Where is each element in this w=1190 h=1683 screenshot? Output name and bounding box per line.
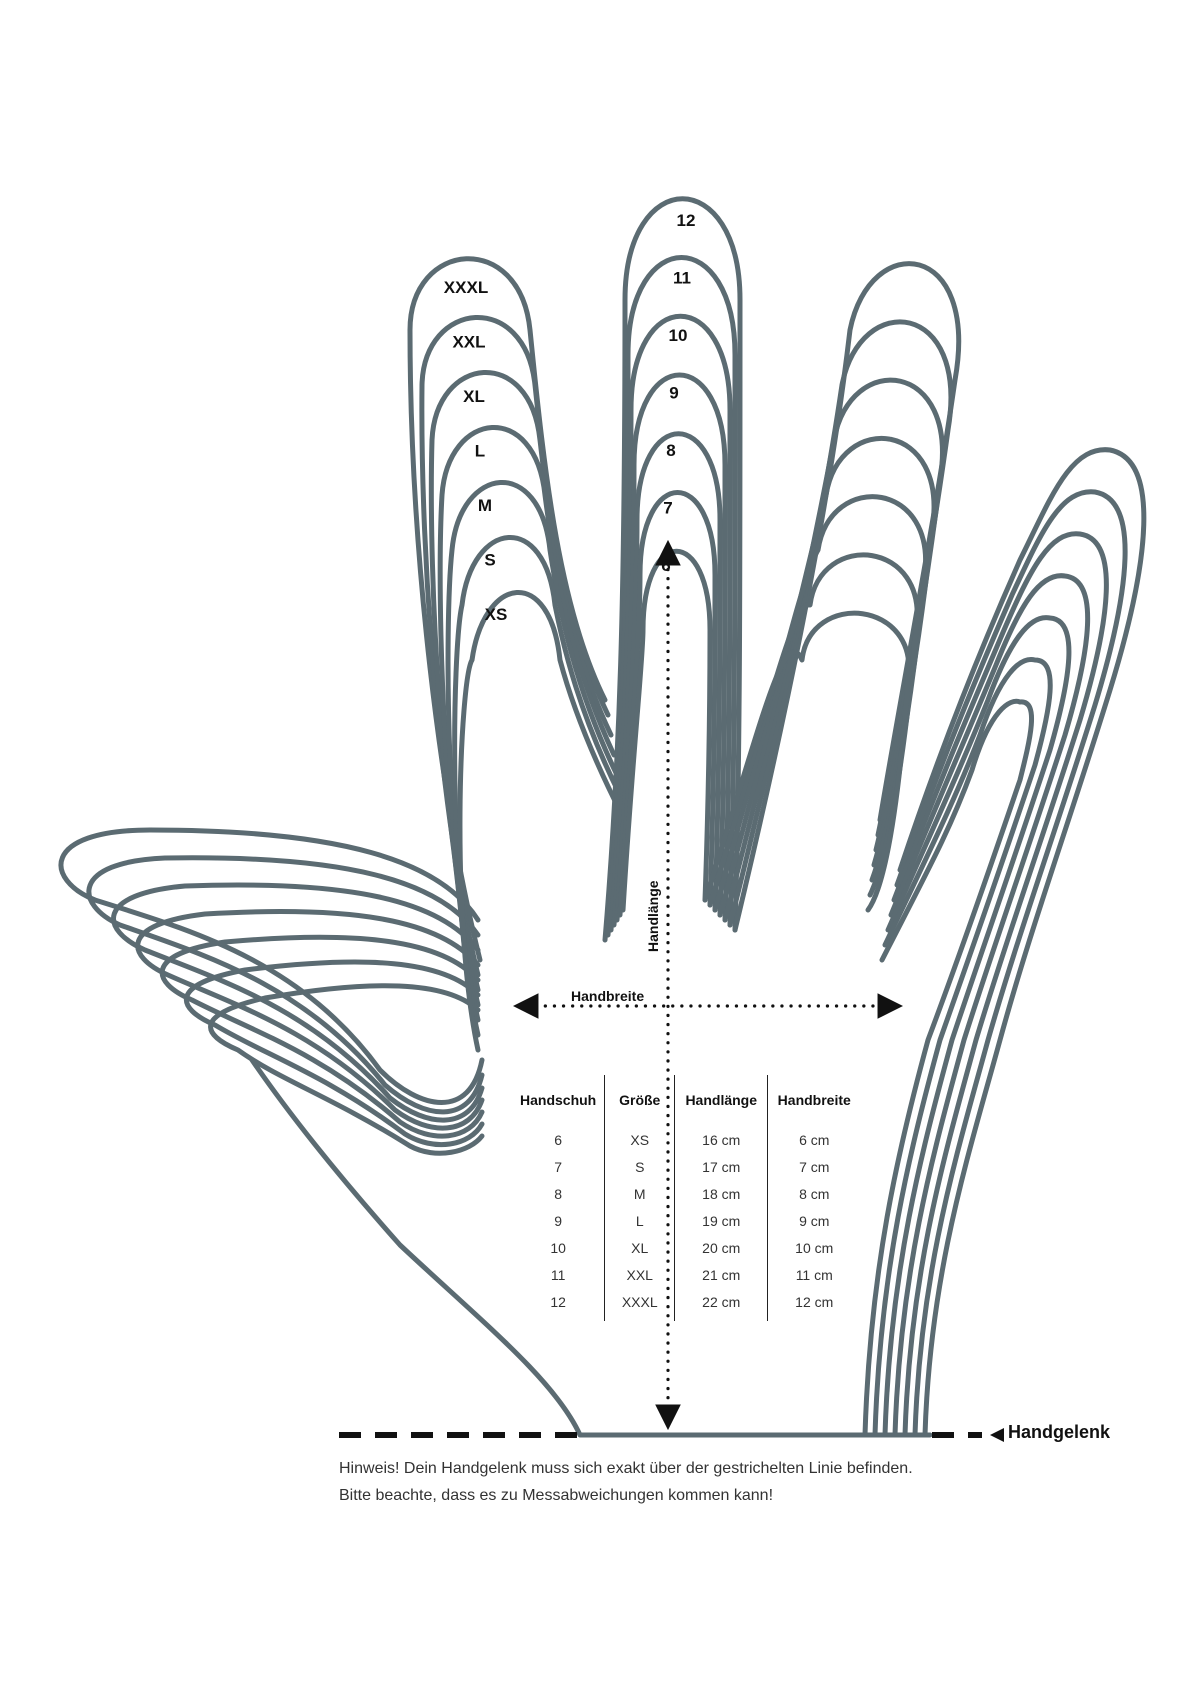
wrist-arrow-icon xyxy=(990,1428,1004,1442)
index-outline-s xyxy=(452,535,623,1038)
hand-width-label: Handbreite xyxy=(571,988,644,1004)
middle-outline-10 xyxy=(608,314,733,933)
middle-outline-7 xyxy=(617,490,718,918)
index-size-label-s: S xyxy=(484,551,495,570)
cell-glove: 8 xyxy=(554,1185,563,1202)
index-size-label-xxxl: XXXL xyxy=(444,278,488,297)
cell-width: 10 cm xyxy=(767,1234,861,1261)
ring-outline-7 xyxy=(702,610,912,913)
header-handbreite: Handbreite xyxy=(767,1075,861,1126)
cell-glove: 10 xyxy=(550,1239,566,1256)
cell-length: 21 cm xyxy=(674,1261,768,1288)
middle-size-label-9: 9 xyxy=(669,384,678,403)
cell-size: XXL xyxy=(604,1261,675,1288)
table-row: 9 L 19 cm 9 cm xyxy=(512,1207,861,1234)
middle-outline-11 xyxy=(605,255,738,938)
thumb-outline-s xyxy=(183,959,485,1148)
cell-width: 11 cm xyxy=(767,1261,861,1288)
little-outline-5 xyxy=(882,615,1072,1438)
thumb-outlines xyxy=(58,827,485,1156)
cell-size: L xyxy=(604,1207,675,1234)
size-table-header: Handschuh Größe Handlänge Handbreite xyxy=(512,1075,861,1126)
cell-width: 7 cm xyxy=(767,1153,861,1180)
cell-size: XL xyxy=(604,1234,675,1261)
table-row: 6 XS 16 cm 6 cm xyxy=(512,1126,861,1153)
middle-finger-outlines xyxy=(602,196,743,943)
cell-length: 17 cm xyxy=(674,1153,768,1180)
middle-size-label-10: 10 xyxy=(669,326,688,345)
cell-width: 9 cm xyxy=(767,1207,861,1234)
index-finger-size-labels: XXXL XXL XL L M S XS xyxy=(444,278,508,624)
cell-length: 16 cm xyxy=(674,1126,768,1153)
little-outline-1 xyxy=(897,447,1147,1438)
middle-size-label-7: 7 xyxy=(663,499,672,518)
table-row: 8 M 18 cm 8 cm xyxy=(512,1180,861,1207)
cell-width: 8 cm xyxy=(767,1180,861,1207)
index-outline-m xyxy=(445,480,620,1023)
table-row: 10 XL 20 cm 10 cm xyxy=(512,1234,861,1261)
note-line-1: Hinweis! Dein Handgelenk muss sich exakt… xyxy=(339,1460,913,1477)
middle-size-label-6: 6 xyxy=(661,556,670,575)
index-size-label-xxl: XXL xyxy=(452,333,485,352)
table-row: 12 XXXL 22 cm 12 cm xyxy=(512,1288,861,1321)
header-handlaenge: Handlänge xyxy=(674,1075,768,1126)
middle-size-label-8: 8 xyxy=(666,441,675,460)
header-groesse: Größe xyxy=(604,1075,675,1126)
palm-edge-left xyxy=(249,1057,933,1438)
little-outline-6 xyxy=(872,657,1053,1438)
cell-size: M xyxy=(604,1180,675,1207)
size-table: Handschuh Größe Handlänge Handbreite 6 X… xyxy=(512,1075,861,1321)
index-size-label-xl: XL xyxy=(463,387,485,406)
cell-glove: 11 xyxy=(550,1266,566,1283)
index-size-label-xs: XS xyxy=(485,605,508,624)
cell-glove: 7 xyxy=(554,1158,563,1175)
middle-outline-9 xyxy=(611,372,728,928)
little-outline-2 xyxy=(894,489,1128,1438)
note-line-2: Bitte beachte, dass es zu Messabweichung… xyxy=(339,1487,774,1504)
cell-size: XS xyxy=(604,1126,675,1153)
table-row: 7 S 17 cm 7 cm xyxy=(512,1153,861,1180)
middle-size-label-12: 12 xyxy=(677,211,696,230)
thumb-outline-xl xyxy=(111,882,485,1123)
middle-outline-8 xyxy=(614,431,723,923)
thumb-outline-l xyxy=(135,909,485,1131)
little-outline-4 xyxy=(888,573,1091,1438)
table-row: 11 XXL 21 cm 11 cm xyxy=(512,1261,861,1288)
cell-size: XXXL xyxy=(604,1288,675,1321)
wrist-label: Handgelenk xyxy=(1008,1422,1111,1442)
cell-width: 6 cm xyxy=(767,1126,861,1153)
cell-glove: 9 xyxy=(554,1212,563,1229)
middle-outline-12 xyxy=(602,196,743,943)
index-size-label-l: L xyxy=(475,442,485,461)
hand-length-label: Handlänge xyxy=(645,880,661,952)
thumb-outline-xxl xyxy=(86,855,485,1115)
little-outline-7 xyxy=(862,698,1034,1438)
cell-length: 22 cm xyxy=(674,1288,768,1321)
cell-length: 20 cm xyxy=(674,1234,768,1261)
index-finger-outlines xyxy=(407,256,625,1053)
middle-finger-size-labels: 12 11 10 9 8 7 6 xyxy=(661,211,695,575)
little-finger-outlines xyxy=(862,447,1147,1438)
ring-finger-outlines xyxy=(702,261,962,933)
index-size-label-m: M xyxy=(478,496,492,515)
cell-glove: 6 xyxy=(554,1131,563,1148)
cell-length: 19 cm xyxy=(674,1207,768,1234)
little-outline-3 xyxy=(891,531,1109,1438)
index-outline-xs xyxy=(457,590,625,1053)
note-text: Hinweis! Dein Handgelenk muss sich exakt… xyxy=(339,1455,1039,1509)
cell-length: 18 cm xyxy=(674,1180,768,1207)
index-outline-l xyxy=(437,425,617,1008)
cell-width: 12 cm xyxy=(767,1288,861,1321)
middle-size-label-11: 11 xyxy=(673,269,691,288)
header-handschuh: Handschuh xyxy=(520,1092,597,1108)
thumb-outline-xs xyxy=(208,983,485,1156)
cell-glove: 12 xyxy=(550,1293,566,1310)
cell-size: S xyxy=(604,1153,675,1180)
